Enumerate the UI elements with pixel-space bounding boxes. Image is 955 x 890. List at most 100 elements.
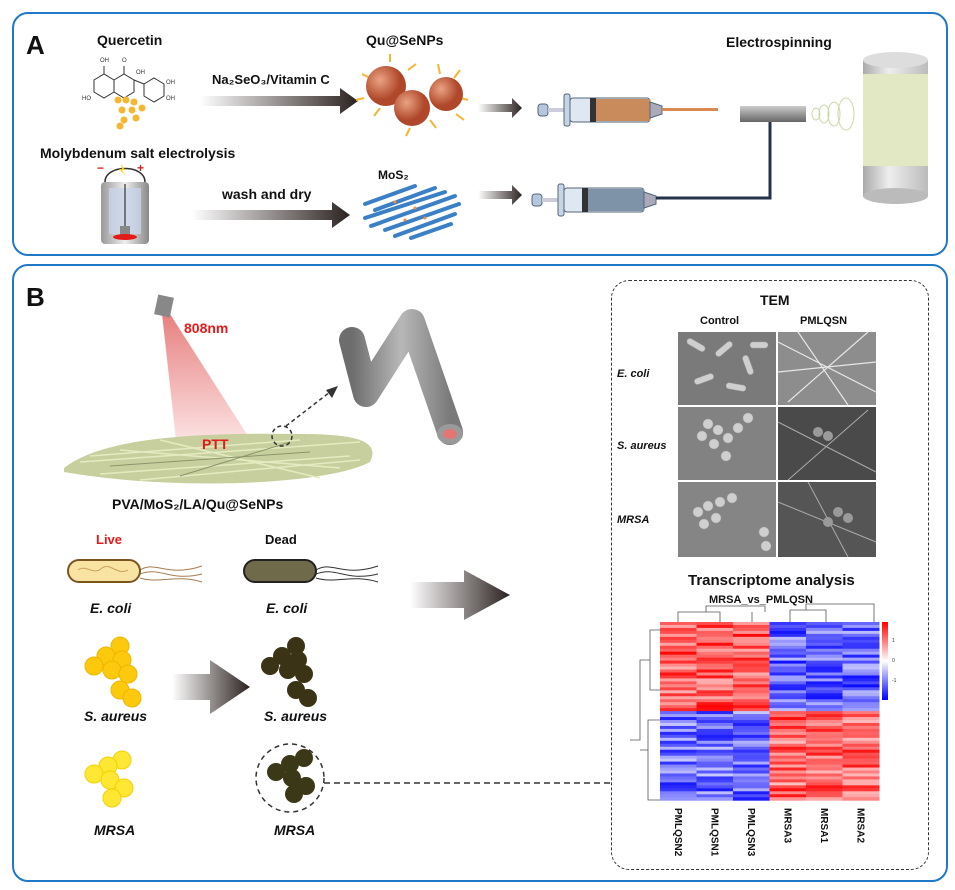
mrsa-live-label: MRSA (94, 822, 136, 838)
panel-a-letter: A (26, 30, 45, 60)
heatmap-cell (806, 752, 843, 757)
heatmap-cell (660, 622, 697, 626)
heatmap-cell (696, 633, 734, 638)
tem-col-control: Control (700, 315, 740, 327)
electrolysis-label: Molybdenum salt electrolysis (40, 145, 236, 161)
heatmap-cell (696, 731, 734, 736)
heatmap-cell (660, 761, 697, 766)
svg-text:OH: OH (100, 58, 109, 64)
heatmap-cell (806, 684, 843, 688)
heatmap-cell (842, 785, 880, 789)
heatmap-cell (769, 737, 807, 742)
heatmap-cell (769, 782, 807, 786)
heatmap-cell (733, 737, 770, 742)
column-dendrogram (677, 603, 875, 622)
heatmap-cell (696, 779, 734, 783)
heatmap-cell (769, 734, 807, 739)
heatmap-cell (660, 717, 697, 721)
heatmap-cell (806, 687, 843, 691)
heatmap-cell (733, 797, 770, 801)
heatmap-cell (769, 678, 807, 682)
heatmap-cell (696, 651, 734, 656)
heatmap-cell (660, 687, 697, 691)
heatmap-cell (696, 657, 734, 662)
heatmap-cell (733, 746, 770, 751)
heatmap-cell (769, 758, 807, 763)
heatmap-cell (806, 696, 843, 700)
heatmap-cell (733, 663, 770, 668)
heatmap-cell (696, 740, 734, 745)
heatmap-cell (806, 734, 843, 739)
heatmap-cell (696, 654, 734, 659)
heatmap-cell (696, 636, 734, 641)
heatmap-cell (842, 633, 880, 638)
panel-b (12, 264, 948, 882)
heatmap-cell (842, 714, 880, 718)
heatmap-cell (769, 767, 807, 771)
heatmap-cell (806, 678, 843, 682)
heatmap-cell (806, 720, 843, 724)
panel-a (12, 12, 948, 256)
heatmap-cell (842, 693, 880, 697)
heatmap-cell (769, 761, 807, 766)
heatmap-cell (842, 788, 880, 792)
heatmap-cell (733, 794, 770, 798)
heatmap-cell (696, 717, 734, 721)
mat-composition-label: PVA/MoS₂/LA/Qu@SeNPs (112, 496, 284, 512)
heatmap-cell (769, 740, 807, 745)
heatmap-cell (660, 660, 697, 665)
heatmap-cell (769, 642, 807, 647)
heatmap-cell (842, 705, 880, 709)
heatmap-cell (806, 761, 843, 766)
heatmap-cell (842, 708, 880, 712)
live-label: Live (96, 532, 123, 547)
heatmap-cell (806, 725, 843, 730)
panel-b-letter: B (26, 282, 45, 312)
heatmap-cell (733, 693, 770, 697)
heatmap-cell (660, 752, 697, 757)
heatmap-cell (660, 782, 697, 786)
heatmap-cell (696, 690, 734, 694)
laser-beam-icon (154, 294, 248, 440)
heatmap-cell (660, 737, 697, 742)
heatmap-cell (842, 797, 880, 801)
heatmap-cell (769, 773, 807, 777)
heatmap-cell (769, 791, 807, 795)
heatmap-cell (696, 675, 734, 679)
heatmap-cell (696, 749, 734, 754)
heatmap-cell (769, 663, 807, 668)
heatmap-cell (842, 657, 880, 662)
heatmap-cell (806, 779, 843, 783)
heatmap-cell (842, 728, 880, 733)
svg-text:−: − (97, 161, 104, 175)
heatmap-cell (842, 627, 880, 632)
heatmap-cell (842, 699, 880, 703)
heatmap-cell (733, 622, 770, 626)
mrsa-dead-label: MRSA (274, 822, 316, 838)
heatmap-sample-label: PMLQSN3 (745, 808, 756, 857)
heatmap-cell (733, 782, 770, 786)
heatmap-cell (696, 797, 734, 801)
heatmap-cell (733, 767, 770, 771)
heatmap-cell (806, 758, 843, 763)
electrolysis-cell-icon: − + (97, 161, 149, 244)
heatmap-cell (733, 764, 770, 769)
heatmap-cell (733, 657, 770, 662)
heatmap-cell (733, 639, 770, 644)
svg-text:+: + (137, 161, 144, 175)
heatmap-cell (660, 624, 697, 629)
heatmap-cell (769, 714, 807, 718)
heatmap-cell (696, 785, 734, 789)
heatmap-cell (660, 675, 697, 679)
heatmap-cell (660, 693, 697, 697)
heatmap-cell (769, 785, 807, 789)
heatmap-cell (769, 630, 807, 635)
heatmap-cell (842, 702, 880, 706)
heatmap-cell (842, 636, 880, 641)
heatmap-cell (842, 794, 880, 798)
heatmap-cell (769, 648, 807, 653)
heatmap-cell (660, 690, 697, 694)
heatmap-cell (806, 690, 843, 694)
heatmap-cell (842, 791, 880, 795)
heatmap-cell (696, 791, 734, 795)
